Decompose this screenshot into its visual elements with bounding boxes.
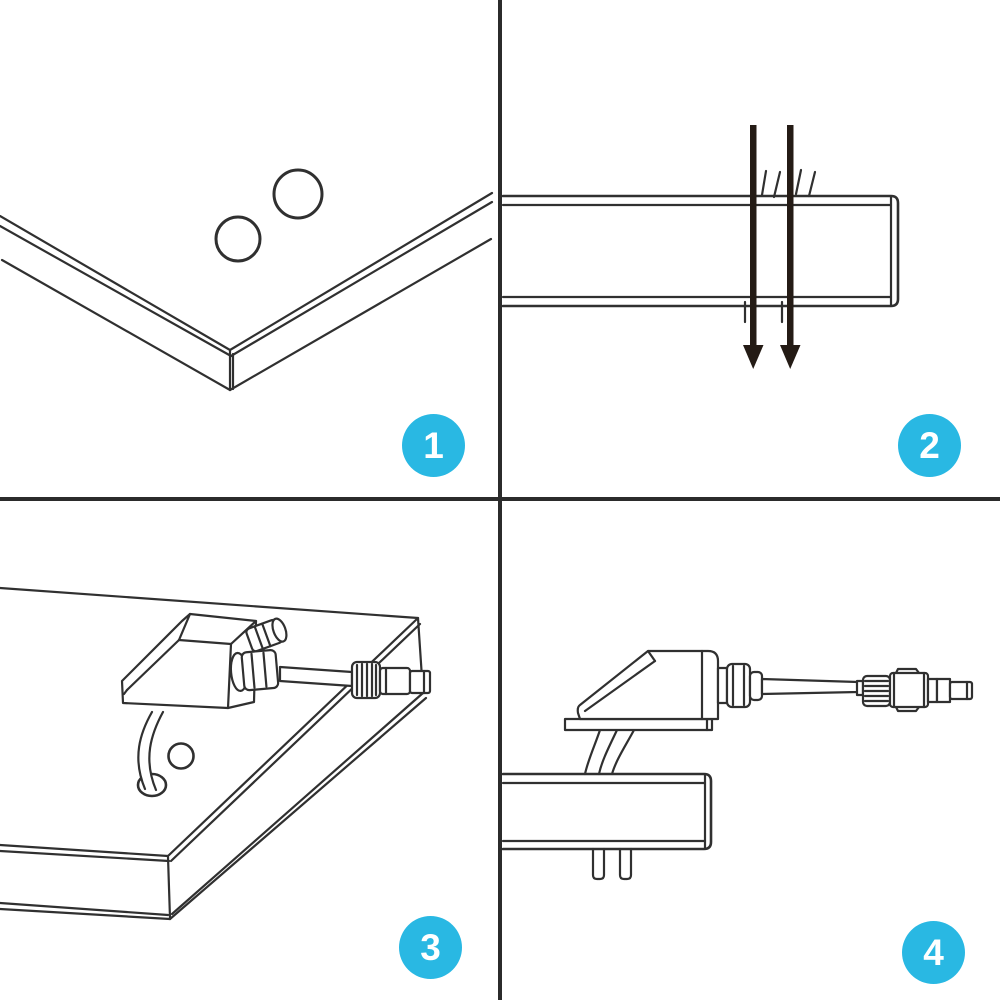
down-arrow — [780, 125, 801, 369]
drill-hole-markings — [214, 168, 324, 263]
spare-hole — [167, 742, 195, 770]
mc4-pin-tip — [948, 680, 974, 701]
step-2-badge: 2 — [898, 414, 961, 477]
hole-mark-circle — [272, 168, 324, 220]
step-3-panel — [0, 500, 500, 1000]
step-1-figure — [0, 168, 494, 392]
mc4-body — [378, 666, 412, 696]
terminal-pin — [591, 847, 606, 881]
mc4-connector — [350, 660, 432, 700]
mc4-connector — [855, 667, 974, 713]
terminal-pin — [618, 847, 633, 881]
cable-gland-nut — [716, 662, 764, 709]
cable-entry-gland-side — [576, 649, 720, 721]
mc4-body — [888, 671, 930, 709]
mc4-tip — [408, 669, 432, 695]
cable-gland-nut — [229, 649, 280, 692]
step-3-figure — [0, 586, 432, 921]
panel-edge-side-view — [501, 194, 900, 324]
gland-output-cable — [278, 665, 354, 688]
panel-surface-isometric — [0, 586, 428, 921]
mc4-segment — [935, 677, 952, 704]
step-4-badge: 4 — [902, 921, 965, 984]
step-4-figure — [501, 649, 974, 881]
panel-corner-sheet — [0, 191, 494, 392]
gland-output-cable — [760, 677, 860, 696]
hole-mark-circle — [214, 215, 262, 263]
step-3-badge: 3 — [399, 916, 462, 979]
mc4-ring — [926, 677, 939, 704]
step-2-panel — [500, 0, 1000, 500]
down-arrow — [743, 125, 764, 369]
step-4-panel — [500, 500, 1000, 1000]
panel-edge-side-view — [501, 772, 713, 881]
grid-divider-horizontal — [0, 497, 1000, 501]
step-2-figure — [501, 125, 900, 369]
step-1-badge: 1 — [402, 414, 465, 477]
step-1-panel — [0, 0, 500, 500]
drill-direction-arrows — [743, 125, 801, 369]
gland-base-plate — [563, 717, 714, 732]
wires-through-panel — [583, 728, 636, 776]
swarf-marks — [760, 168, 817, 199]
cable-into-hole — [137, 710, 165, 792]
spare-gland-port — [245, 617, 288, 653]
